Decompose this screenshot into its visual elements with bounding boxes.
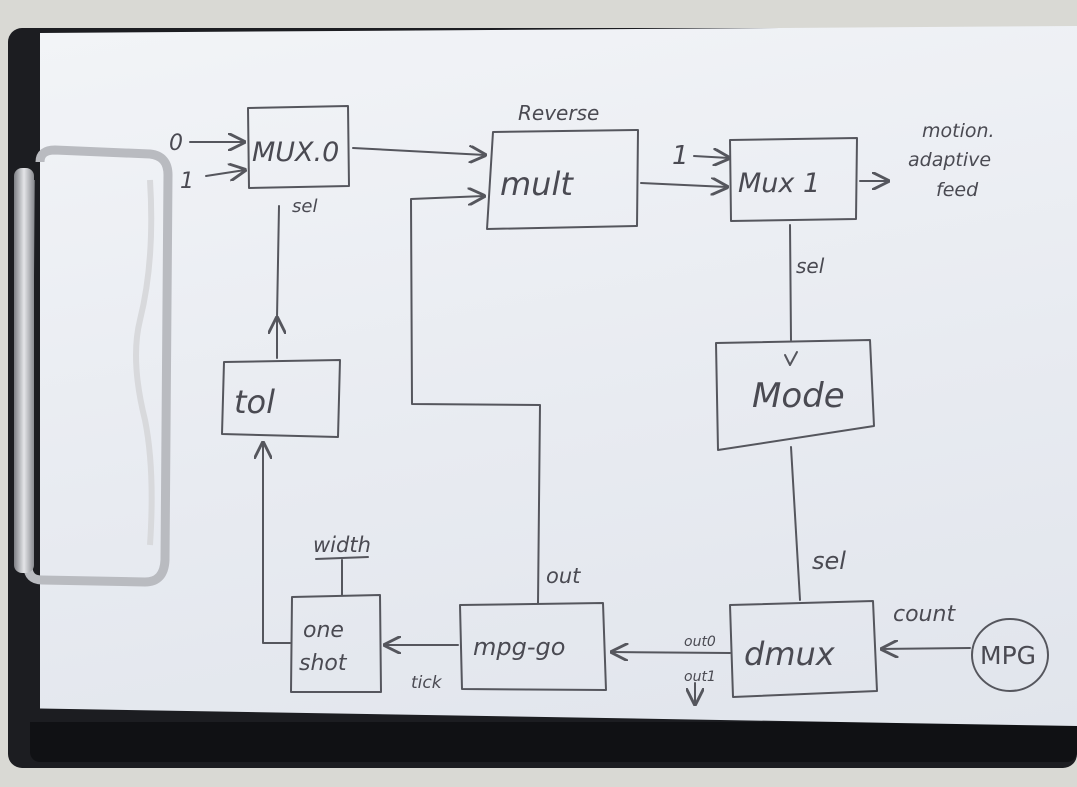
wire-mux1-mode xyxy=(789,224,792,341)
dmux-sel-label: sel xyxy=(812,547,846,575)
width-underline xyxy=(315,556,369,560)
wire-oneshot-tol xyxy=(263,443,291,644)
metal-clip xyxy=(14,145,173,587)
out0-label: out0 xyxy=(684,634,716,650)
tick-label: tick xyxy=(411,673,443,693)
mode-tick xyxy=(784,354,791,366)
mpg-label: MPG xyxy=(980,641,1036,670)
dmux-box xyxy=(729,600,878,698)
mux0-in1-label: 1 xyxy=(180,169,194,194)
mux1-box xyxy=(729,137,858,222)
wire-in1 xyxy=(205,170,245,176)
wire-mpg-dmux xyxy=(882,648,971,649)
mult-label: mult xyxy=(500,165,574,203)
wire-mpggo-mult xyxy=(410,196,541,604)
wire-dmux-mpggo xyxy=(612,652,731,653)
out-label: out xyxy=(546,564,581,588)
mpggo-box xyxy=(459,602,607,691)
tol-label: tol xyxy=(234,383,275,421)
output-label-line3: feed xyxy=(936,179,979,201)
mode-box xyxy=(715,339,875,451)
output-label-line1: motion. xyxy=(922,120,995,142)
mux0-in0-label: 0 xyxy=(169,131,183,156)
wire-mux0-mult xyxy=(352,148,485,155)
mux1-label: Mux 1 xyxy=(738,168,820,199)
mult-box xyxy=(486,129,639,230)
mux0-box xyxy=(247,105,350,189)
oneshot-box xyxy=(290,594,382,693)
mode-label: Mode xyxy=(752,376,845,416)
out1-label: out1 xyxy=(684,669,716,685)
mux1-sel-label: sel xyxy=(796,254,825,278)
mode-tick2 xyxy=(789,351,798,366)
oneshot-label-line2: shot xyxy=(299,651,348,676)
oneshot-label-line1: one xyxy=(303,618,344,643)
mpggo-label: mpg-go xyxy=(473,633,565,661)
dmux-label: dmux xyxy=(744,635,836,673)
tol-box xyxy=(221,359,341,438)
output-label-line2: adaptive xyxy=(908,149,991,171)
mux1-in1-label: 1 xyxy=(672,141,689,171)
width-label: width xyxy=(313,533,371,557)
wire-sel-mux0 xyxy=(276,205,280,319)
wire-mode-dmux xyxy=(790,446,801,601)
mult-title-label: Reverse xyxy=(518,101,599,125)
clipboard-edge xyxy=(30,722,1077,762)
wire-mult-mux1 xyxy=(640,183,727,187)
count-label: count xyxy=(893,602,956,627)
mpg-circle xyxy=(971,618,1049,692)
mux0-sel-label: sel xyxy=(292,196,317,217)
mux0-label: MUX.0 xyxy=(252,137,339,168)
wire-one-mux1 xyxy=(693,156,729,158)
